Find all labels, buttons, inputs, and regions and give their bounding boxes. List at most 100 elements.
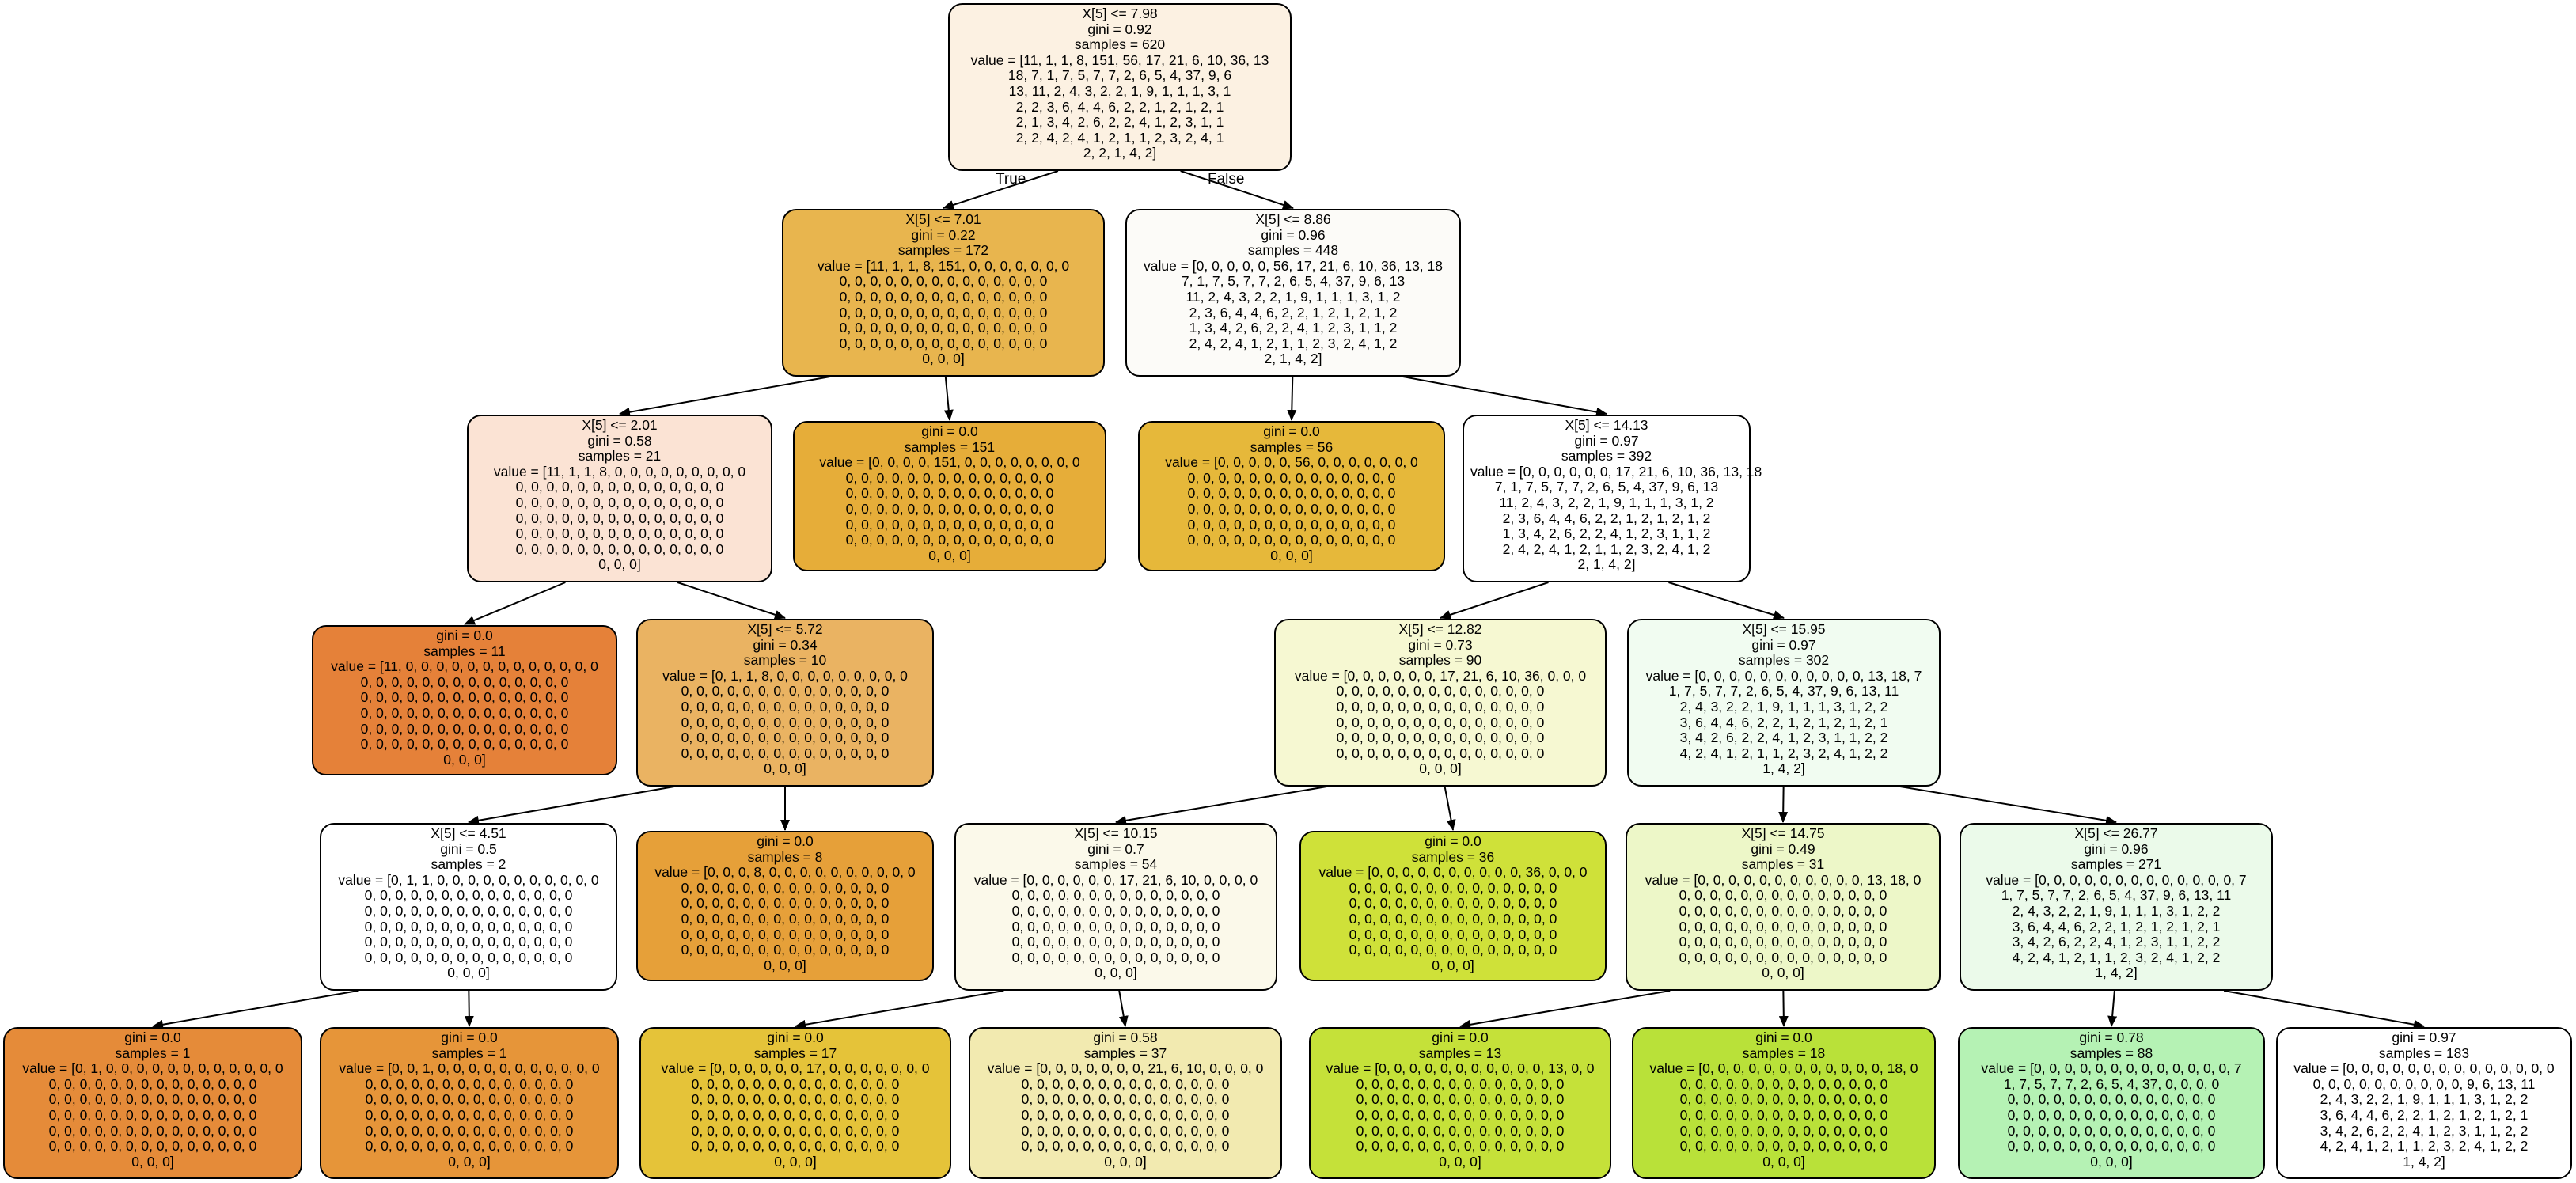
node-text-line: 0, 0, 0, 0, 0, 0, 0, 0, 0, 0, 0, 0, 0, 0 — [845, 485, 1054, 502]
node-text-line: value = [0, 0, 0, 0, 0, 0, 17, 21, 6, 10… — [973, 871, 1258, 888]
node-text-line: 3, 6, 4, 4, 6, 2, 2, 1, 2, 1, 2, 1, 2, 1 — [2320, 1106, 2529, 1123]
node-text-line: 0, 0, 0, 0, 0, 0, 0, 0, 0, 0, 0, 0, 0, 0 — [845, 532, 1054, 548]
node-text-line: 0, 0, 0] — [447, 965, 490, 981]
node-text-line: 0, 0, 0, 0, 0, 0, 0, 0, 0, 0, 0, 0, 0, 0 — [1679, 902, 1887, 919]
node-text-line: 0, 0, 0, 0, 0, 0, 0, 0, 0, 0, 0, 0, 0, 0 — [1187, 516, 1396, 533]
edge-n15-n22 — [1778, 990, 1789, 1027]
node-text-line: X[5] <= 8.86 — [1255, 211, 1331, 227]
node-text-line: 0, 0, 0, 0, 0, 0, 0, 0, 0, 0, 0, 0, 0, 0 — [681, 714, 890, 730]
edge-label-false: False — [1208, 171, 1245, 188]
node-text-line: samples = 2 — [431, 856, 506, 873]
node-text-line: gini = 0.78 — [2079, 1029, 2144, 1045]
node-text-line: 0, 0, 0, 0, 0, 0, 0, 0, 0, 0, 0, 0, 0, 0 — [360, 673, 569, 690]
node-text-line: 2, 3, 6, 4, 4, 6, 2, 2, 1, 2, 1, 2, 1, 2 — [1502, 510, 1711, 526]
node-text-line: gini = 0.0 — [757, 833, 814, 849]
edge-n2-n6 — [1402, 376, 1607, 417]
node-text-line: 0, 0, 0, 0, 0, 0, 0, 0, 0, 0, 0, 0, 0, 0 — [364, 934, 573, 950]
node-text-line: 0, 0, 0, 0, 0, 0, 0, 0, 0, 0, 0, 0, 0, 0 — [1349, 926, 1557, 942]
node-text-line: 0, 0, 0, 0, 0, 0, 0, 0, 0, 0, 0, 0, 0, 0 — [48, 1106, 257, 1123]
node-text-line: X[5] <= 14.75 — [1741, 825, 1825, 841]
node-text-line: 3, 4, 2, 6, 2, 2, 4, 1, 2, 3, 1, 1, 2, 2 — [1679, 730, 1888, 746]
node-text-line: 2, 4, 3, 2, 2, 1, 9, 1, 1, 1, 3, 1, 2, 2 — [2012, 902, 2221, 919]
node-text-line: 2, 3, 6, 4, 4, 6, 2, 2, 1, 2, 1, 2, 1, 2 — [1189, 304, 1398, 320]
node-text-line: 0, 0, 0, 0, 0, 0, 0, 0, 0, 0, 0, 0, 0, 0 — [1679, 1075, 1888, 1092]
node-text-line: samples = 36 — [1411, 848, 1495, 865]
node-text-line: 0, 0, 0, 0, 0, 0, 0, 0, 0, 0, 0, 0, 0, 0 — [1011, 918, 1220, 935]
node-text-line: value = [0, 0, 0, 0, 0, 0, 0, 0, 0, 0, 0… — [1986, 871, 2247, 888]
node-text-line: 0, 0, 0, 0, 0, 0, 0, 0, 0, 0, 0, 0, 0, 0 — [364, 949, 573, 965]
node-text-line: 0, 0, 0, 0, 0, 0, 0, 0, 0, 0, 0, 0, 0, 0 — [1021, 1122, 1230, 1139]
node-text-line: 0, 0, 0, 0, 0, 0, 0, 0, 0, 0, 0, 0, 0, 0 — [515, 510, 724, 526]
node-text-line: gini = 0.97 — [1751, 636, 1816, 653]
node-text-line: 2, 2, 1, 4, 2] — [1083, 145, 1157, 161]
node-text-line: 0, 0, 0] — [928, 547, 971, 563]
node-text-line: 0, 0, 0, 0, 0, 0, 0, 0, 0, 0, 0, 0, 0, 0 — [2007, 1122, 2216, 1139]
node-text-line: 0, 0, 0, 0, 0, 0, 0, 0, 0, 0, 0, 0, 0, 0 — [691, 1075, 900, 1092]
node-text-line: 0, 0, 0, 0, 0, 0, 0, 0, 0, 0, 0, 0, 0, 0 — [515, 494, 724, 510]
node-text-line: 1, 4, 2] — [1762, 760, 1805, 777]
node-text-line: gini = 0.0 — [767, 1029, 824, 1045]
node-text-line: 2, 1, 4, 2] — [1264, 351, 1322, 367]
node-text-line: 0, 0, 0, 0, 0, 0, 0, 0, 0, 0, 0, 0, 0, 0 — [364, 902, 573, 919]
node-text-line: 0, 0, 0, 0, 0, 0, 0, 0, 0, 0, 0, 0, 0, 0 — [839, 335, 1048, 351]
node-text-line: 0, 0, 0, 0, 0, 0, 0, 0, 0, 0, 0, 0, 0, 0 — [1356, 1091, 1565, 1108]
node-text-line: value = [0, 1, 0, 0, 0, 0, 0, 0, 0, 0, 0… — [22, 1060, 283, 1077]
node-text-line: 1, 3, 4, 2, 6, 2, 2, 4, 1, 2, 3, 1, 1, 2 — [1189, 320, 1398, 336]
node-text-line: 0, 0, 0, 0, 0, 0, 0, 0, 0, 0, 0, 0, 0, 0 — [1349, 879, 1557, 896]
node-text-line: 0, 0, 0] — [1439, 1153, 1481, 1170]
node-text-line: value = [0, 0, 0, 0, 0, 0, 0, 0, 0, 0, 0… — [1645, 667, 1922, 684]
node-text-line: gini = 0.92 — [1087, 21, 1152, 37]
node-text-line: 0, 0, 0, 0, 0, 0, 0, 0, 0, 0, 0, 0, 0, 0 — [48, 1138, 257, 1155]
node-text-line: 1, 4, 2] — [2095, 965, 2138, 981]
node-text-line: X[5] <= 5.72 — [747, 621, 823, 637]
node-text-line: value = [0, 0, 0, 0, 0, 0, 0, 0, 0, 0, 0… — [1981, 1060, 2242, 1077]
node-text-line: 0, 0, 0, 0, 0, 0, 0, 0, 0, 0, 0, 0, 0, 0 — [1349, 910, 1557, 927]
node-text-line: samples = 172 — [897, 242, 989, 259]
node-text-line: 0, 0, 0, 0, 0, 0, 0, 0, 0, 0, 0, 0, 0, 0 — [1679, 934, 1887, 950]
node-text-line: 0, 0, 0, 0, 0, 0, 0, 0, 0, 0, 0, 0, 0, 0 — [515, 525, 724, 542]
edge-n15-n21 — [1459, 990, 1671, 1029]
node-text-line: 0, 0, 0, 0, 0, 0, 0, 0, 0, 0, 0, 0, 0, 0 — [364, 887, 573, 904]
node-text-line: gini = 0.0 — [1263, 423, 1320, 439]
node-text-line: 0, 0, 0, 0, 0, 0, 0, 0, 0, 0, 0, 0, 0, 0 — [1011, 934, 1220, 950]
node-text-line: samples = 21 — [578, 448, 662, 464]
node-text-line: 0, 0, 0, 0, 0, 0, 0, 0, 0, 0, 0, 0, 0, 0 — [1011, 902, 1220, 919]
node-text-line: 0, 0, 0, 0, 0, 0, 0, 0, 0, 0, 0, 0, 0, 0 — [1187, 532, 1396, 548]
node-text-line: gini = 0.0 — [1425, 833, 1481, 849]
node-text-line: samples = 10 — [743, 652, 827, 669]
node-text-line: 0, 0, 0] — [1762, 1153, 1805, 1170]
node-text-line: 4, 2, 4, 1, 2, 1, 1, 2, 3, 2, 4, 1, 2, 2 — [2320, 1138, 2529, 1155]
node-text-line: 0, 0, 0] — [448, 1153, 491, 1170]
node-text-line: X[5] <= 14.13 — [1565, 417, 1648, 433]
node-text-line: value = [11, 1, 1, 8, 151, 0, 0, 0, 0, 0… — [817, 257, 1070, 274]
node-text-line: 0, 0, 0, 0, 0, 0, 0, 0, 0, 0, 0, 0, 0, 0 — [1679, 1091, 1888, 1108]
node-text-line: value = [11, 0, 0, 0, 0, 0, 0, 0, 0, 0, … — [331, 658, 598, 675]
node-text-line: 0, 0, 0, 0, 0, 0, 0, 0, 0, 0, 0, 0, 0, 0 — [681, 683, 890, 700]
node-text-line: gini = 0.58 — [587, 432, 652, 449]
node-text-line: gini = 0.49 — [1751, 840, 1815, 857]
node-text-line: 0, 0, 0, 0, 0, 0, 0, 0, 0, 0, 0, 0, 0, 0 — [360, 704, 569, 721]
node-text-line: 2, 2, 3, 6, 4, 4, 6, 2, 2, 1, 2, 1, 2, 1 — [1015, 98, 1224, 115]
edge-n1-n3 — [619, 376, 831, 417]
node-text-line: value = [0, 0, 0, 0, 0, 0, 17, 0, 0, 0, … — [661, 1060, 930, 1077]
node-text-line: samples = 17 — [753, 1045, 837, 1061]
node-text-line: 3, 6, 4, 4, 6, 2, 2, 1, 2, 1, 2, 1, 2, 1 — [2012, 918, 2221, 935]
node-text-line: 0, 0, 0] — [1104, 1153, 1147, 1170]
node-text-line: 0, 0, 0, 0, 0, 0, 0, 0, 0, 0, 0, 0, 0, 0 — [1349, 895, 1557, 912]
node-text-line: 0, 0, 0, 0, 0, 0, 0, 0, 0, 0, 0, 0, 0, 0 — [515, 540, 724, 557]
node-text-line: 0, 0, 0] — [774, 1153, 817, 1170]
node-text-line: 0, 0, 0, 0, 0, 0, 0, 0, 0, 0, 0, 0, 0, 0 — [1021, 1075, 1230, 1092]
node-text-line: 1, 3, 4, 2, 6, 2, 2, 4, 1, 2, 3, 1, 1, 2 — [1502, 525, 1711, 542]
